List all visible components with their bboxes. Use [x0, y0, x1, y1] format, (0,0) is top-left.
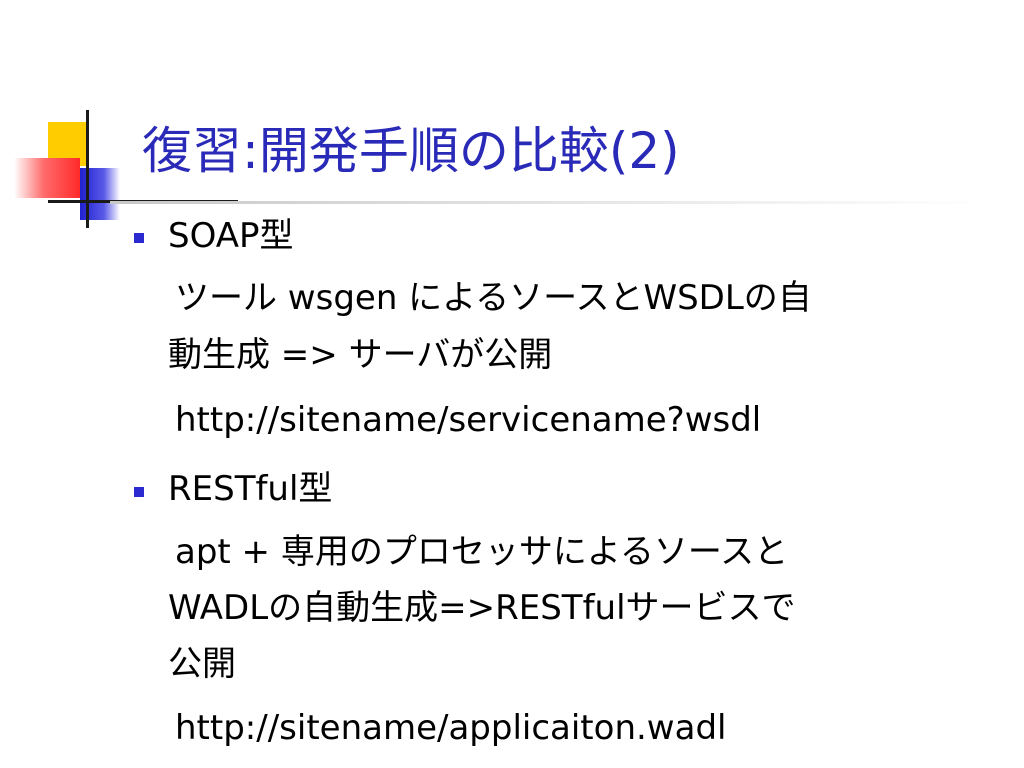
item-text: apt + 専用のプロセッサによるソースと [175, 532, 789, 572]
vertical-line-decoration [86, 110, 89, 228]
bullet-icon [134, 233, 144, 243]
bullet-icon [134, 487, 144, 497]
item-heading-restful: RESTful型 [168, 469, 333, 509]
item-url: http://sitename/servicename?wsdl [175, 400, 762, 440]
item-text: ツール wsgen によるソースとWSDLの自 [175, 278, 812, 318]
item-text: 公開 [168, 644, 236, 684]
item-text: WADLの自動生成=>RESTfulサービスで [168, 588, 796, 628]
title-underline [110, 201, 990, 204]
item-heading-soap: SOAP型 [168, 216, 294, 256]
slide-title: 復習:開発手順の比較(2) [142, 122, 680, 180]
red-gradient-decoration [14, 158, 80, 198]
item-url: http://sitename/applicaiton.wadl [175, 708, 727, 748]
corner-decoration [0, 0, 238, 240]
item-text: 動生成 => サーバが公開 [168, 335, 553, 375]
